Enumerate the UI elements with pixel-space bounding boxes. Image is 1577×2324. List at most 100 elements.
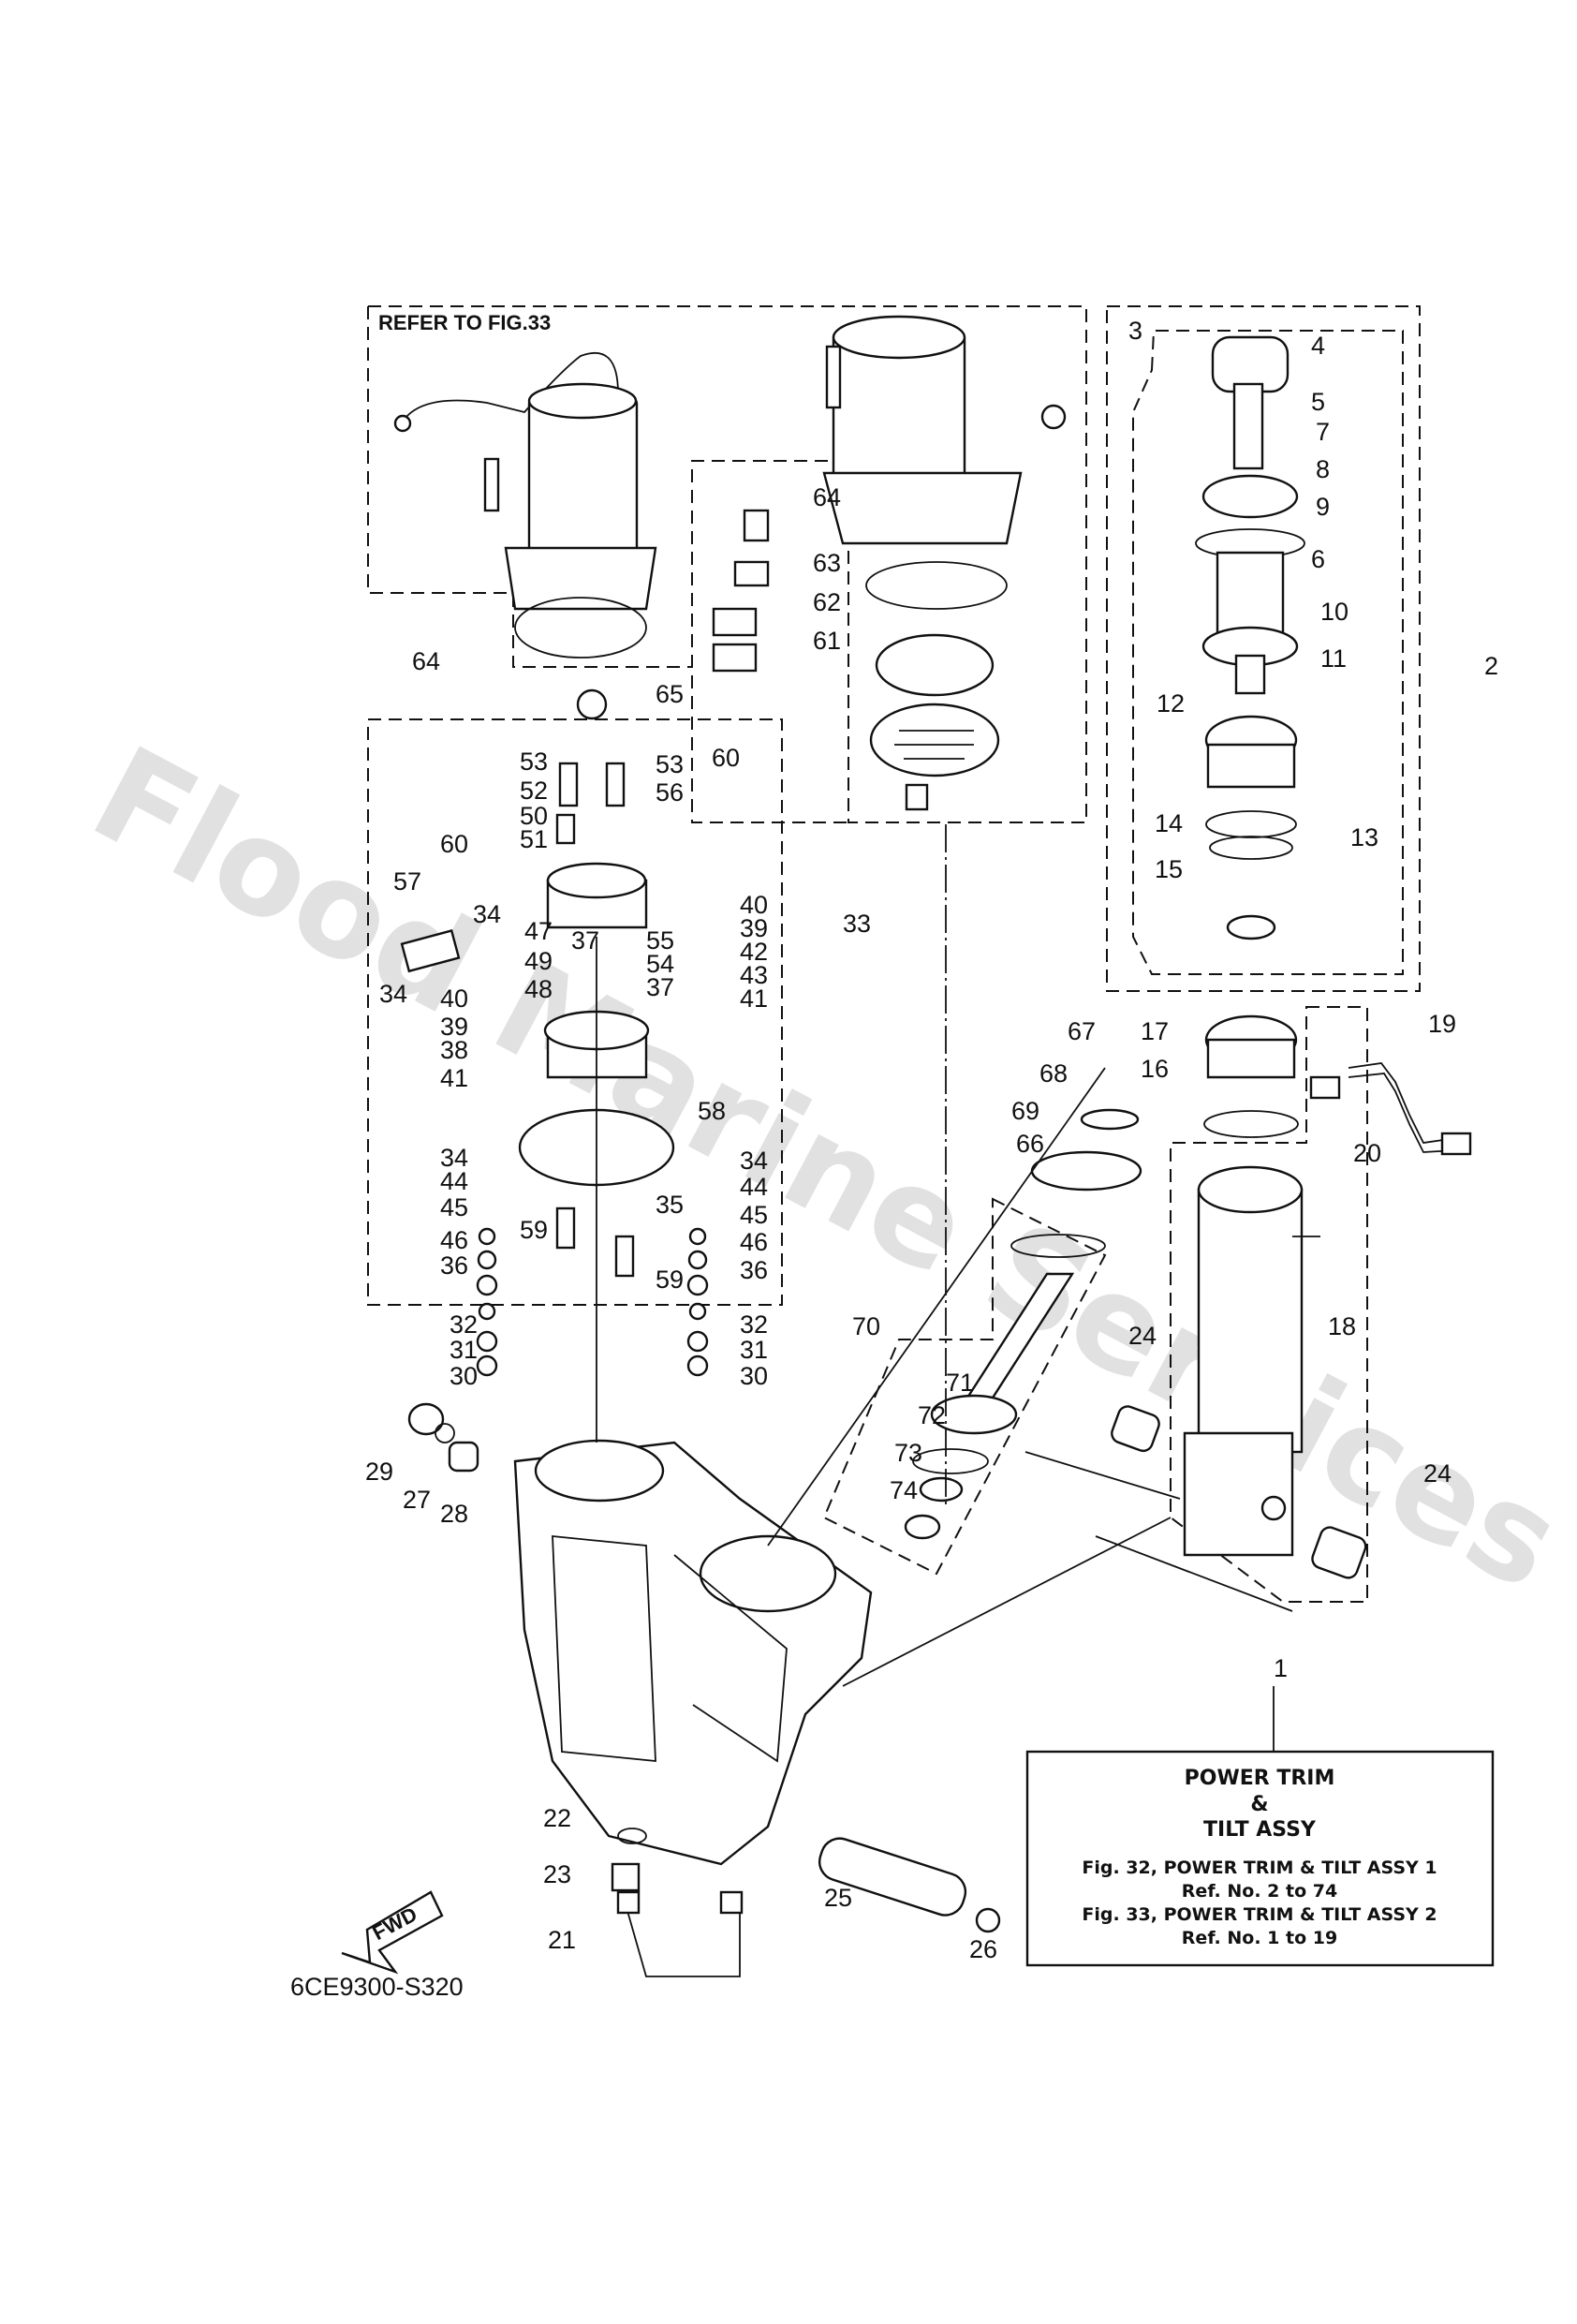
callout-c10: 10 — [1320, 598, 1349, 626]
callout-c56: 56 — [656, 778, 684, 807]
callout-c36b: 36 — [740, 1256, 768, 1284]
callout-c42: 42 — [740, 938, 768, 966]
callout-c68: 68 — [1039, 1059, 1068, 1088]
callout-c36a: 36 — [440, 1251, 468, 1280]
tilt-cylinder-assembly — [1195, 335, 1305, 1138]
callout-c44b: 44 — [740, 1173, 768, 1201]
callout-c39b: 39 — [740, 914, 768, 942]
callout-c34c: 34 — [440, 1144, 468, 1172]
callout-c37b: 37 — [646, 973, 674, 1001]
callout-c57: 57 — [393, 867, 421, 896]
callout-c9: 9 — [1316, 493, 1330, 521]
callout-c46a: 46 — [440, 1226, 468, 1254]
title-line-4: Fig. 32, POWER TRIM & TILT ASSY 1 — [1082, 1858, 1437, 1878]
callout-c26: 26 — [969, 1935, 997, 1963]
callout-c8: 8 — [1316, 455, 1330, 483]
tilt-cylinder-group-2 — [1106, 305, 1421, 992]
watermark: Flood Marine Services — [69, 718, 1577, 1621]
trim-motor-left — [393, 351, 657, 659]
callout-c43: 43 — [740, 961, 768, 989]
callout-c17: 17 — [1141, 1017, 1169, 1045]
callout-c64b: 64 — [813, 483, 841, 511]
callout-c51: 51 — [520, 825, 548, 853]
callout-c34d: 34 — [740, 1147, 768, 1175]
callout-c28: 28 — [440, 1500, 468, 1528]
callout-c61: 61 — [813, 627, 841, 655]
callout-c16: 16 — [1141, 1055, 1169, 1083]
callout-c3: 3 — [1128, 317, 1142, 345]
callout-c73: 73 — [894, 1439, 922, 1467]
callout-c34b: 34 — [473, 900, 501, 928]
callout-c71: 71 — [946, 1369, 974, 1397]
callout-c69: 69 — [1011, 1097, 1039, 1125]
callout-c45a: 45 — [440, 1193, 468, 1221]
callout-c18: 18 — [1328, 1312, 1356, 1340]
callout-c62: 62 — [813, 588, 841, 616]
callout-c60a: 60 — [440, 830, 468, 858]
bracket-small-parts — [407, 1402, 1001, 1977]
callout-c5: 5 — [1311, 388, 1325, 416]
callout-c66: 66 — [1016, 1130, 1044, 1158]
callout-c54: 54 — [646, 950, 674, 978]
title-line-7: Ref. No. 1 to 19 — [1182, 1928, 1337, 1948]
callout-c19: 19 — [1428, 1010, 1456, 1038]
trim-motor-right — [822, 315, 1067, 610]
valve-body-group-33 — [367, 718, 783, 1306]
callout-c21: 21 — [548, 1926, 576, 1954]
callout-labels: 1234567891011121314151617181920212223242… — [365, 317, 1498, 1963]
main-bracket — [513, 1439, 873, 1866]
title-line-1: POWER TRIM — [1185, 1767, 1335, 1790]
callout-c2: 2 — [1484, 652, 1498, 680]
callout-c24a: 24 — [1128, 1322, 1157, 1350]
callout-c53b: 53 — [656, 750, 684, 778]
callout-c23: 23 — [543, 1860, 571, 1888]
fwd-arrow-icon: FWD — [341, 1890, 444, 1975]
trim-cylinder-18 — [1183, 1165, 1320, 1557]
motor-reference-group — [367, 305, 1087, 823]
title-line-6: Fig. 33, POWER TRIM & TILT ASSY 2 — [1082, 1904, 1437, 1925]
callout-c64a: 64 — [412, 647, 440, 675]
callout-c6: 6 — [1311, 545, 1325, 573]
callout-c45b: 45 — [740, 1201, 768, 1229]
callout-c65: 65 — [656, 680, 684, 708]
callout-c74: 74 — [890, 1476, 918, 1504]
callout-c31b: 31 — [740, 1336, 768, 1364]
callout-c40a: 40 — [440, 984, 468, 1013]
trim-ram-piston — [904, 1108, 1142, 1540]
callout-c59a: 59 — [520, 1216, 548, 1244]
callout-c63: 63 — [813, 549, 841, 577]
callout-c24b: 24 — [1423, 1459, 1452, 1488]
callout-c12: 12 — [1157, 689, 1185, 718]
callout-c29: 29 — [365, 1458, 393, 1486]
callout-c27: 27 — [403, 1486, 431, 1514]
callout-c30b: 30 — [740, 1362, 768, 1390]
callout-c52: 52 — [520, 777, 548, 805]
reservoir-plates — [869, 633, 1000, 811]
assembly-lines — [596, 824, 1293, 1687]
callout-c38: 38 — [440, 1036, 468, 1064]
callout-c37a: 37 — [571, 926, 599, 955]
title-box: POWER TRIM & TILT ASSY Fig. 32, POWER TR… — [1025, 1750, 1495, 1967]
callout-c7: 7 — [1316, 418, 1330, 446]
diagram-code: 6CE9300-S320 — [290, 1973, 464, 2001]
bushings-24 — [1111, 1405, 1367, 1579]
callout-c70: 70 — [852, 1312, 880, 1340]
callout-c47: 47 — [524, 917, 553, 945]
callout-c22: 22 — [543, 1804, 571, 1832]
callout-c11: 11 — [1320, 644, 1347, 673]
callout-c35: 35 — [656, 1191, 684, 1219]
small-valve-parts — [476, 509, 770, 1377]
callout-c49: 49 — [524, 947, 553, 975]
callout-c25: 25 — [824, 1884, 852, 1912]
callout-c20: 20 — [1353, 1139, 1381, 1167]
valve-body-upper — [546, 688, 648, 929]
callout-c34a: 34 — [379, 980, 407, 1008]
callout-c15: 15 — [1155, 855, 1183, 883]
callout-c67: 67 — [1068, 1017, 1096, 1045]
refer-label: REFER TO FIG.33 — [378, 311, 551, 334]
callout-c72: 72 — [918, 1401, 946, 1429]
callout-c39a: 39 — [440, 1013, 468, 1041]
callout-c4: 4 — [1311, 332, 1325, 360]
callout-c1: 1 — [1274, 1654, 1288, 1682]
